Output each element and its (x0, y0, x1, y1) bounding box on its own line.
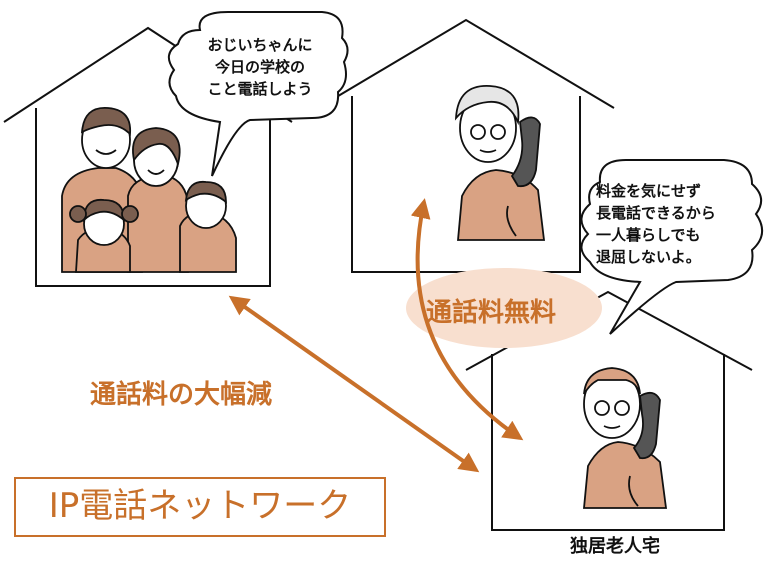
ip-network-box (14, 477, 386, 537)
grandmother-bubble-line: 長電話できるから (596, 204, 716, 222)
family-bubble-line: おじいちゃんに (207, 36, 313, 54)
free-call-label: 通話料無料 (426, 298, 557, 328)
family-to-grandfather-arrow (228, 295, 480, 473)
grandmother-bubble-line: 一人暮らしでも (596, 226, 701, 244)
grandmother-speech-bubble (580, 159, 763, 335)
call-charge-reduction-label: 通話料の大幅減 (90, 380, 273, 410)
ip-network-label: IP電話ネットワーク (48, 486, 352, 526)
connection-arrows (228, 198, 524, 473)
elderly-home-caption: 独居老人宅 (570, 536, 660, 557)
telephone-handset-icon (632, 391, 661, 460)
grandmother-bubble-text: 料金を気にせず 長電話できるから 一人暮らしでも 退屈しないよ。 (596, 180, 752, 268)
grandmother-to-grandfather-arrow (410, 198, 524, 441)
family-bubble-text: おじいちゃんに 今日の学校の こと電話しよう (186, 34, 334, 100)
grandmother-figure (454, 85, 546, 241)
family-bubble-line: こと電話しよう (207, 80, 313, 98)
grandfather-figure (583, 367, 668, 509)
grandmother-bubble-line: 料金を気にせず (596, 182, 702, 200)
family-figures (61, 107, 237, 273)
grandmother-bubble-line: 退屈しないよ。 (596, 248, 701, 266)
family-speech-bubble (167, 11, 349, 177)
telephone-handset-icon (510, 116, 541, 188)
family-bubble-line: 今日の学校の (214, 58, 305, 76)
